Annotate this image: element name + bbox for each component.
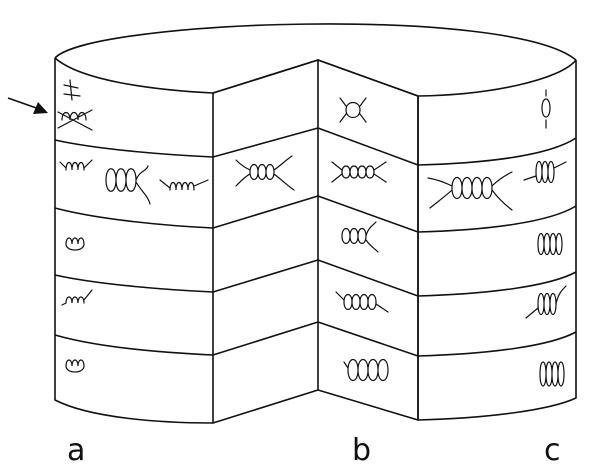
- column-label-a: a: [67, 433, 86, 468]
- column-b-chromosomes: [331, 97, 389, 382]
- notch-left-chromosomes: [235, 155, 295, 191]
- notch-left-face: [212, 59, 319, 424]
- face-c-outline: [417, 60, 577, 421]
- column-label-c: c: [544, 433, 561, 468]
- column-label-b: b: [352, 433, 372, 468]
- face-a-outline: [54, 58, 214, 424]
- column-c-chromosomes: [427, 89, 567, 387]
- band-lines: [54, 127, 577, 357]
- column-a-chromosomes: [57, 79, 209, 373]
- arrow-right-icon: [7, 97, 48, 114]
- cylinder-top-rim: [54, 23, 577, 61]
- cylinder-top-cut-outline: [54, 57, 577, 97]
